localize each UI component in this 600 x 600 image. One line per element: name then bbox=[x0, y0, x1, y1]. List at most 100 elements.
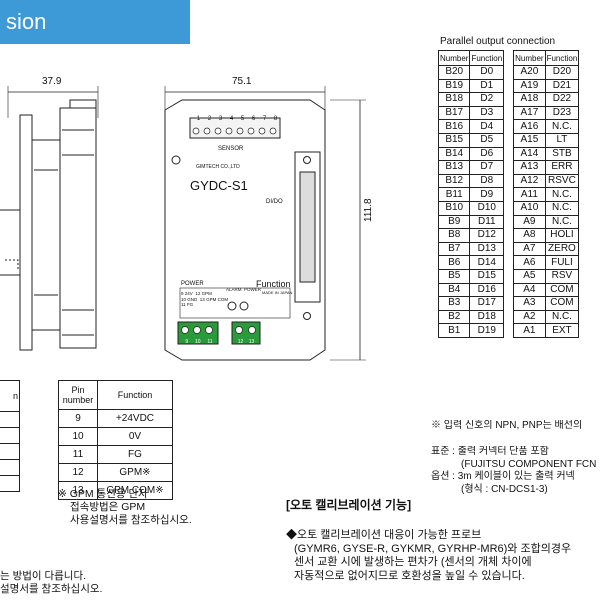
pin-function: D5 bbox=[469, 132, 505, 148]
pin-number: B8 bbox=[438, 228, 471, 243]
pin-function: D12 bbox=[469, 228, 505, 243]
terminal-function: GPM COM※ bbox=[97, 481, 173, 500]
pin-function: D19 bbox=[469, 323, 505, 338]
dimension-drawing bbox=[0, 86, 366, 361]
pin-function: D23 bbox=[544, 105, 580, 121]
pin-number: B12 bbox=[438, 173, 471, 189]
pin-function: N.C. bbox=[544, 214, 580, 230]
pin-number: A5 bbox=[513, 268, 546, 284]
pin-function: N.C. bbox=[544, 119, 580, 134]
pin-number: B19 bbox=[438, 78, 471, 94]
terminal-number: 4 bbox=[229, 116, 234, 122]
standard-note: 표준 : 출력 커넥터 단품 포함 (FUJITSU COMPONENT FCN… bbox=[431, 446, 597, 495]
terminal-row: 9+24VDC bbox=[58, 409, 173, 428]
function-label: Function bbox=[256, 279, 291, 289]
pin-function: D16 bbox=[469, 282, 505, 298]
pin-number: A19 bbox=[513, 78, 546, 94]
power-terminal-legend: 9 24V 12 GPM 10 GND 13 GPM COM 11 FG bbox=[181, 291, 229, 307]
pin-function: STB bbox=[544, 146, 580, 162]
dim-front-label: 75.1 bbox=[232, 76, 252, 87]
pin-number: B17 bbox=[438, 105, 471, 121]
power-label: POWER bbox=[181, 281, 204, 287]
pin-function: D20 bbox=[544, 65, 580, 80]
terminal-function: 0V bbox=[97, 427, 173, 446]
pin-number: A3 bbox=[513, 296, 546, 311]
pin-number: A8 bbox=[513, 228, 546, 243]
made-in-label: MADE IN JAPAN bbox=[262, 290, 293, 295]
pin-function: ERR bbox=[544, 160, 580, 175]
pin-number: B18 bbox=[438, 92, 471, 107]
pin-function: N.C. bbox=[544, 309, 580, 325]
parallel-title: Parallel output connection bbox=[440, 36, 556, 47]
pin-function: D1 bbox=[469, 78, 505, 94]
pin-number: A2 bbox=[513, 309, 546, 325]
pin-function: D3 bbox=[469, 105, 505, 121]
pin-function: D11 bbox=[469, 214, 505, 230]
pin-number: A7 bbox=[513, 241, 546, 257]
pin-number: A9 bbox=[513, 214, 546, 230]
pin-function: N.C. bbox=[544, 200, 580, 216]
pin-function: LT bbox=[544, 132, 580, 148]
pin-number: B15 bbox=[438, 132, 471, 148]
pin-number: A20 bbox=[513, 65, 546, 80]
auto-cal-body: ◆오토 캘리브레이션 대응이 가능한 프로브 (GYMR6, GYSE-R, G… bbox=[286, 529, 572, 582]
pin-number: A14 bbox=[513, 146, 546, 162]
terminal-pin: 12 bbox=[58, 463, 98, 482]
pin-number: B20 bbox=[438, 65, 471, 80]
section-banner: sion bbox=[0, 0, 190, 44]
pin-number: A18 bbox=[513, 92, 546, 107]
pin-function: D21 bbox=[544, 78, 580, 94]
pin-function: D14 bbox=[469, 255, 505, 270]
sensor-label: SENSOR bbox=[218, 146, 244, 152]
gpm-note: ※ GPM 통신용 단자 접속방법은 GPM 사용설명서를 참조하십시오. bbox=[58, 488, 192, 526]
pin-function: ZERO bbox=[544, 241, 580, 257]
pin-function: N.C. bbox=[544, 187, 580, 202]
pin-number: B5 bbox=[438, 268, 471, 284]
model-label: GYDC-S1 bbox=[190, 178, 248, 193]
pin-function: D15 bbox=[469, 268, 505, 284]
pin-number: B10 bbox=[438, 200, 471, 216]
front-view bbox=[164, 99, 326, 361]
terminal-number: 2 bbox=[207, 116, 212, 122]
pin-number: A6 bbox=[513, 255, 546, 270]
pin-number: A16 bbox=[513, 119, 546, 134]
pin-function: FULI bbox=[544, 255, 580, 270]
left-bottom-note: 는 방법이 다릅니다. 설명서를 참조하십시오. bbox=[0, 570, 103, 595]
pin-number: A11 bbox=[513, 187, 546, 202]
pin-function: D13 bbox=[469, 241, 505, 257]
pin-function: D4 bbox=[469, 119, 505, 134]
pin-number: B9 bbox=[438, 214, 471, 230]
pin-number: A15 bbox=[513, 132, 546, 148]
pin-number: B13 bbox=[438, 160, 471, 175]
pin-number: B1 bbox=[438, 323, 471, 338]
pin-function: D2 bbox=[469, 92, 505, 107]
pin-function: COM bbox=[544, 282, 580, 298]
pin-function: D0 bbox=[469, 65, 505, 80]
